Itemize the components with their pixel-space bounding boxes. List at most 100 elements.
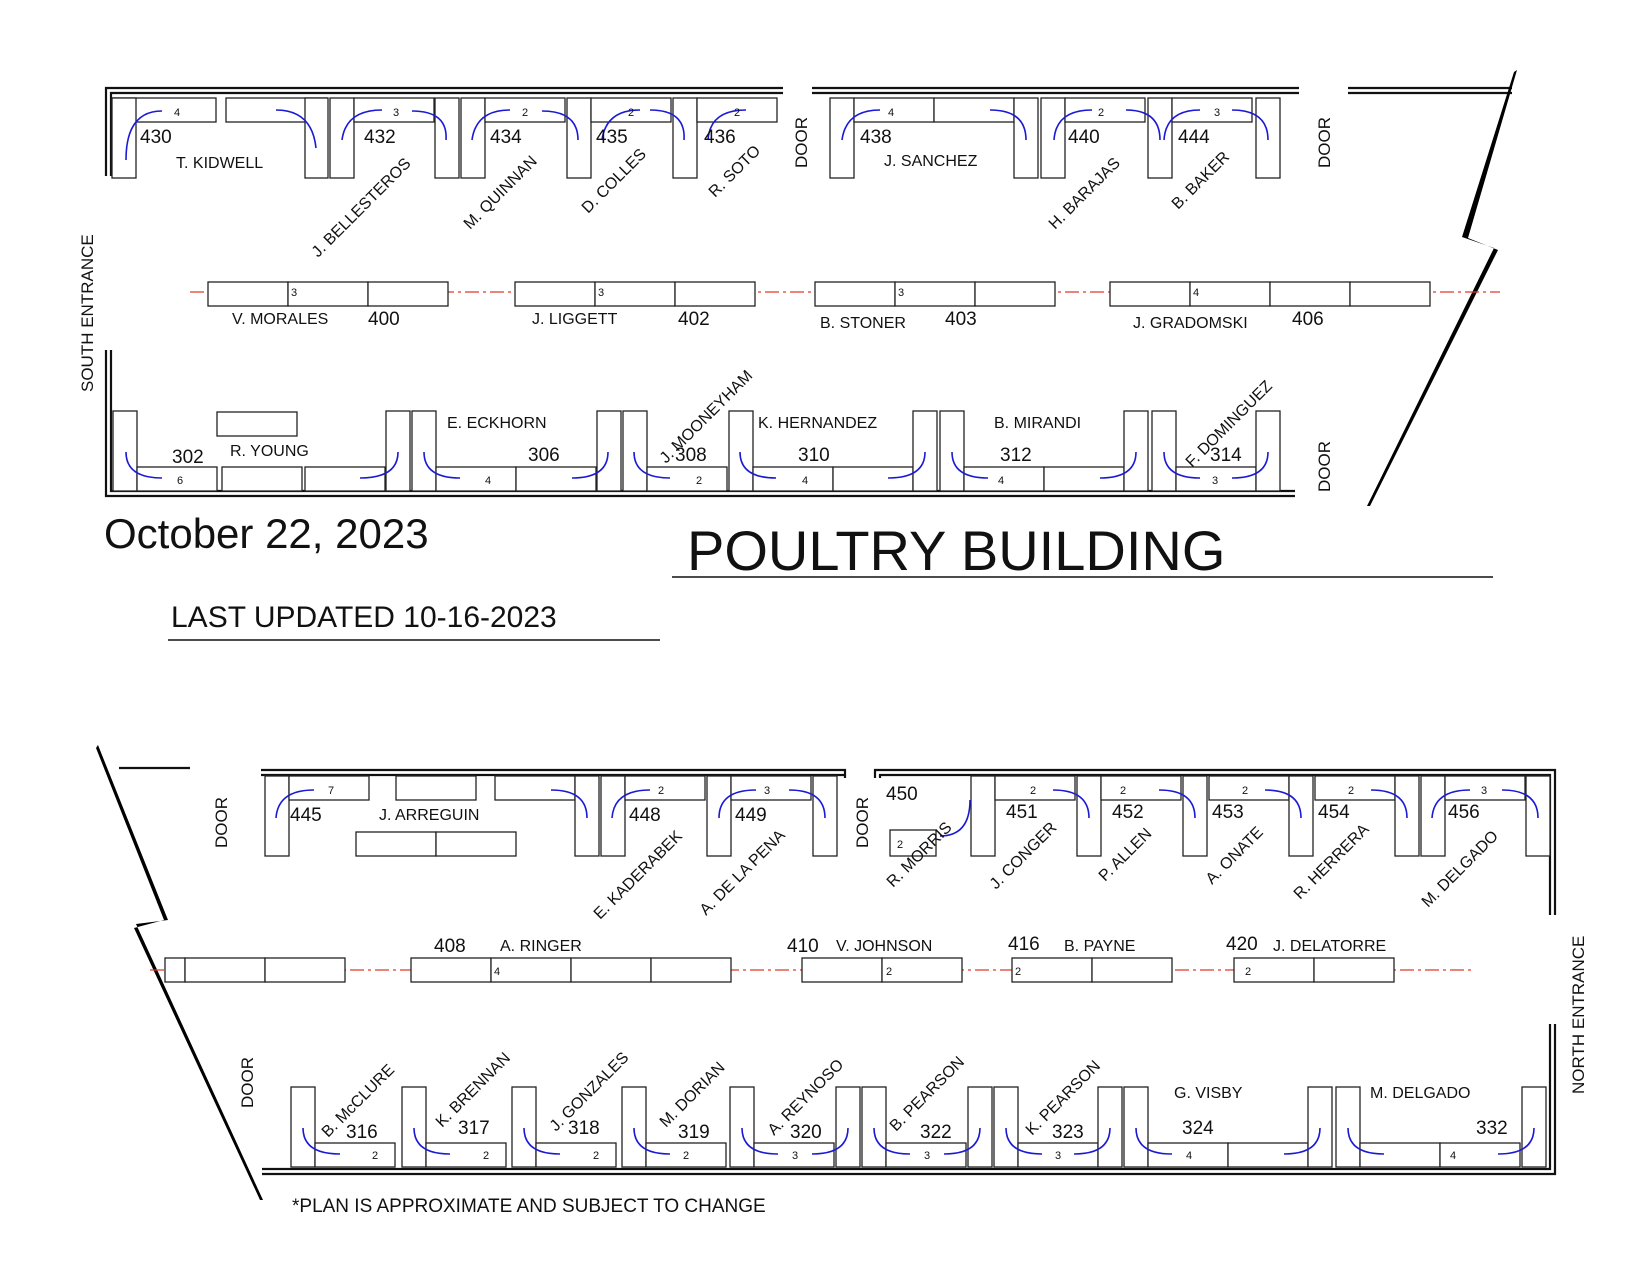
booth-number: 444 [1178,127,1210,148]
booth-number: 448 [629,805,661,826]
booth-tables-bottom-lower [290,1086,1547,1168]
vendor-name: R. SOTO [706,142,764,200]
vendor-name: B. STONER [820,315,906,332]
vendor-name: J. ARREGUIN [379,807,479,824]
booth-number: 324 [1182,1118,1214,1139]
booth-tables-center [207,281,1431,307]
booth-table-count: 2 [628,107,634,119]
booth-number: 436 [704,127,736,148]
booth-number: 306 [528,445,560,466]
booth-number: 449 [735,805,767,826]
vendor-name: E. ECKHORN [447,415,547,432]
booth-number: 403 [945,309,977,330]
booth-table-count: 2 [593,1150,599,1162]
booth-number: 454 [1318,802,1350,823]
booth-table-count: 4 [998,475,1004,487]
door-swings-lower [125,451,1269,479]
vendor-name: V. JOHNSON [836,938,932,955]
door-label: DOOR [1315,117,1334,168]
booth-table-count: 4 [888,107,894,119]
door-label: DOOR [853,797,872,848]
door-swings-upper [125,109,1269,161]
booth-labels-center: 3 V. MORALES 400 3 J. LIGGETT 402 3 B. S… [232,287,1324,332]
booth-table-count: 3 [1212,475,1218,487]
vendor-name: T. KIDWELL [176,155,263,172]
booth-number: 314 [1210,445,1242,466]
vendor-name: B. PAYNE [1064,938,1135,955]
door-label: DOOR [238,1057,257,1108]
booth-table-count: 2 [886,966,892,978]
booth-table-count: 2 [1242,785,1248,797]
booth-number: 322 [920,1122,952,1143]
bottom-section: DOOR DOOR DOOR NORTH ENTRANCE [96,745,1588,1217]
vendor-name: J. DELATORRE [1273,938,1386,955]
booth-table-count: 2 [1098,107,1104,119]
booth-number: 450 [886,784,918,805]
vendor-name: M. DORIAN [657,1059,729,1131]
break-line-top [1367,70,1517,506]
vendor-name: P. ALLEN [1096,825,1156,885]
booth-table-count: 3 [291,287,297,299]
booth-table-count: 2 [1245,966,1251,978]
top-section: DOOR DOOR DOOR SOUTH ENTRANCE [78,70,1517,506]
vendor-name: B. BAKER [1169,149,1233,213]
booth-table-count: 3 [764,785,770,797]
booth-table-count: 2 [696,475,702,487]
booth-number: 316 [346,1122,378,1143]
booth-tables-upper [111,97,1281,179]
booth-number: 453 [1212,802,1244,823]
vendor-name: B. MIRANDI [994,415,1081,432]
booth-table-count: 4 [494,966,500,978]
booth-table-count: 3 [393,107,399,119]
disclaimer-note: *PLAN IS APPROXIMATE AND SUBJECT TO CHAN… [292,1196,766,1217]
booth-table-count: 7 [328,785,334,797]
booth-number: 434 [490,127,522,148]
booth-number: 320 [790,1122,822,1143]
vendor-name: J. LIGGETT [532,311,618,328]
booth-table-count: 2 [483,1150,489,1162]
booth-number: 438 [860,127,892,148]
vendor-name: A. RINGER [500,938,582,955]
door-label: DOOR [1315,441,1334,492]
booth-table-count: 4 [174,107,180,119]
door-label: DOOR [212,797,231,848]
booth-table-count: 4 [1193,287,1199,299]
booth-number: 402 [678,309,710,330]
door-swings-bottom-lower [302,1127,1535,1155]
booth-number: 456 [1448,802,1480,823]
booth-table-count: 4 [1186,1150,1192,1162]
booth-number: 308 [675,445,707,466]
booth-table-count: 2 [1030,785,1036,797]
vendor-name: J. SANCHEZ [884,153,978,170]
booth-number: 323 [1052,1122,1084,1143]
door-label: DOOR [792,117,811,168]
booth-table-count: 3 [898,287,904,299]
vendor-name: V. MORALES [232,311,328,328]
booth-number: 410 [787,936,819,957]
booth-number: 430 [140,127,172,148]
north-entrance-label: NORTH ENTRANCE [1569,936,1588,1094]
booth-number: 416 [1008,934,1040,955]
booth-table-count: 2 [683,1150,689,1162]
booth-number: 400 [368,309,400,330]
vendor-name: M. DELGADO [1370,1085,1470,1102]
plan-date: October 22, 2023 [104,510,429,557]
booth-labels-bottom-center: 408 A. RINGER 4 410 V. JOHNSON 2 416 B. … [434,934,1386,978]
booth-table-count: 3 [924,1150,930,1162]
booth-tables-bottom-center [164,957,1395,983]
booth-number: 317 [458,1118,490,1139]
vendor-name: G. VISBY [1174,1085,1243,1102]
booth-table-count: 2 [658,785,664,797]
booth-table-count: 3 [1055,1150,1061,1162]
last-updated: LAST UPDATED 10-16-2023 [171,601,557,634]
booth-table-count: 2 [1015,966,1021,978]
booth-number: 332 [1476,1118,1508,1139]
booth-number: 312 [1000,445,1032,466]
booth-tables-lower [112,410,1281,492]
booth-number: 432 [364,127,396,148]
vendor-name: R. YOUNG [230,443,309,460]
vendor-name: J. GRADOMSKI [1133,315,1248,332]
booth-table-count: 2 [1120,785,1126,797]
booth-number: 302 [172,447,204,468]
